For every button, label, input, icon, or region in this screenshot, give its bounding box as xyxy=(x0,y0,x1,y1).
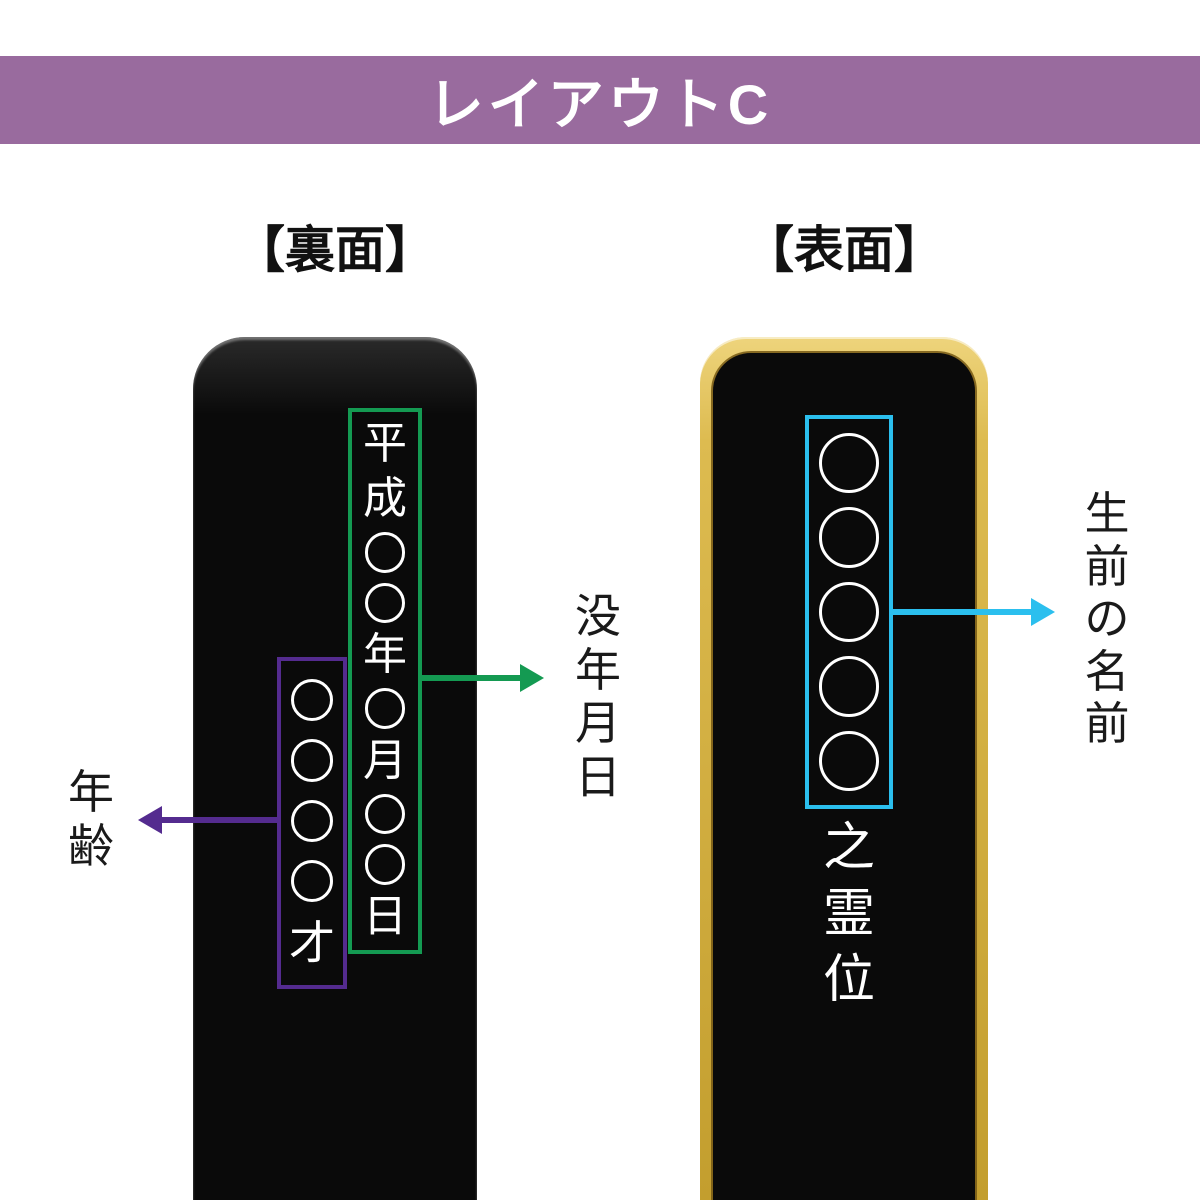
death-date-callout-label: 没年月日 xyxy=(569,590,627,804)
arrow-left-icon xyxy=(138,806,162,834)
arrow-shaft xyxy=(422,675,520,681)
circle-placeholder xyxy=(818,581,880,643)
circle-placeholder xyxy=(818,730,880,792)
circle-placeholder xyxy=(290,678,334,722)
glyph-char: 成 xyxy=(363,473,407,525)
glyph-char: 霊 xyxy=(822,883,875,944)
glyph-char: 年 xyxy=(363,629,407,681)
header-banner: レイアウトC xyxy=(0,56,1200,144)
circle-placeholder xyxy=(364,582,406,624)
tablet-back xyxy=(193,337,477,1200)
glyph-char: 前 xyxy=(1084,540,1130,592)
arrow-right-icon xyxy=(1031,598,1055,626)
death-date-field-box: 平成年月日 xyxy=(348,408,422,954)
glyph-char: 月 xyxy=(575,697,621,750)
death-date-arrow xyxy=(422,664,544,692)
circle-placeholder xyxy=(290,739,334,782)
age-arrow xyxy=(138,806,277,834)
glyph-char: 日 xyxy=(575,751,621,804)
age-callout-label: 年齢 xyxy=(62,766,120,872)
glyph-char: 平 xyxy=(363,418,407,470)
circle-placeholder xyxy=(290,859,334,903)
glyph-char: 齢 xyxy=(68,819,114,872)
glyph-char: 位 xyxy=(822,949,875,1010)
circle-placeholder xyxy=(364,844,406,885)
circle-placeholder xyxy=(818,507,880,568)
name-arrow xyxy=(893,598,1055,626)
glyph-char: 才 xyxy=(289,916,335,971)
glyph-char: 没 xyxy=(575,590,621,642)
age-field-box: 才 xyxy=(277,657,347,989)
name-field-box xyxy=(805,415,893,809)
spirit-title-text: 之霊位 xyxy=(805,818,893,1010)
circle-placeholder xyxy=(364,532,406,573)
arrow-shaft xyxy=(893,609,1031,615)
glyph-char: の xyxy=(1084,593,1130,645)
name-callout-label: 生前の名前 xyxy=(1080,488,1134,750)
glyph-char: 名 xyxy=(1084,645,1130,697)
glyph-char: 生 xyxy=(1084,488,1130,539)
glyph-char: 之 xyxy=(822,818,875,878)
glyph-char: 年 xyxy=(575,643,621,696)
glyph-char: 月 xyxy=(363,734,407,786)
circle-placeholder xyxy=(364,688,406,729)
circle-placeholder xyxy=(364,793,406,835)
circle-placeholder xyxy=(818,656,880,717)
circle-placeholder xyxy=(818,432,880,494)
section-label-front: 【表面】 xyxy=(744,222,944,278)
glyph-char: 日 xyxy=(363,890,407,942)
glyph-char: 前 xyxy=(1084,698,1130,750)
arrow-right-icon xyxy=(520,664,544,692)
page-title: レイアウトC xyxy=(427,72,773,136)
arrow-shaft xyxy=(162,817,277,823)
circle-placeholder xyxy=(290,799,334,842)
section-label-back: 【裏面】 xyxy=(235,222,435,278)
glyph-char: 年 xyxy=(68,766,114,818)
